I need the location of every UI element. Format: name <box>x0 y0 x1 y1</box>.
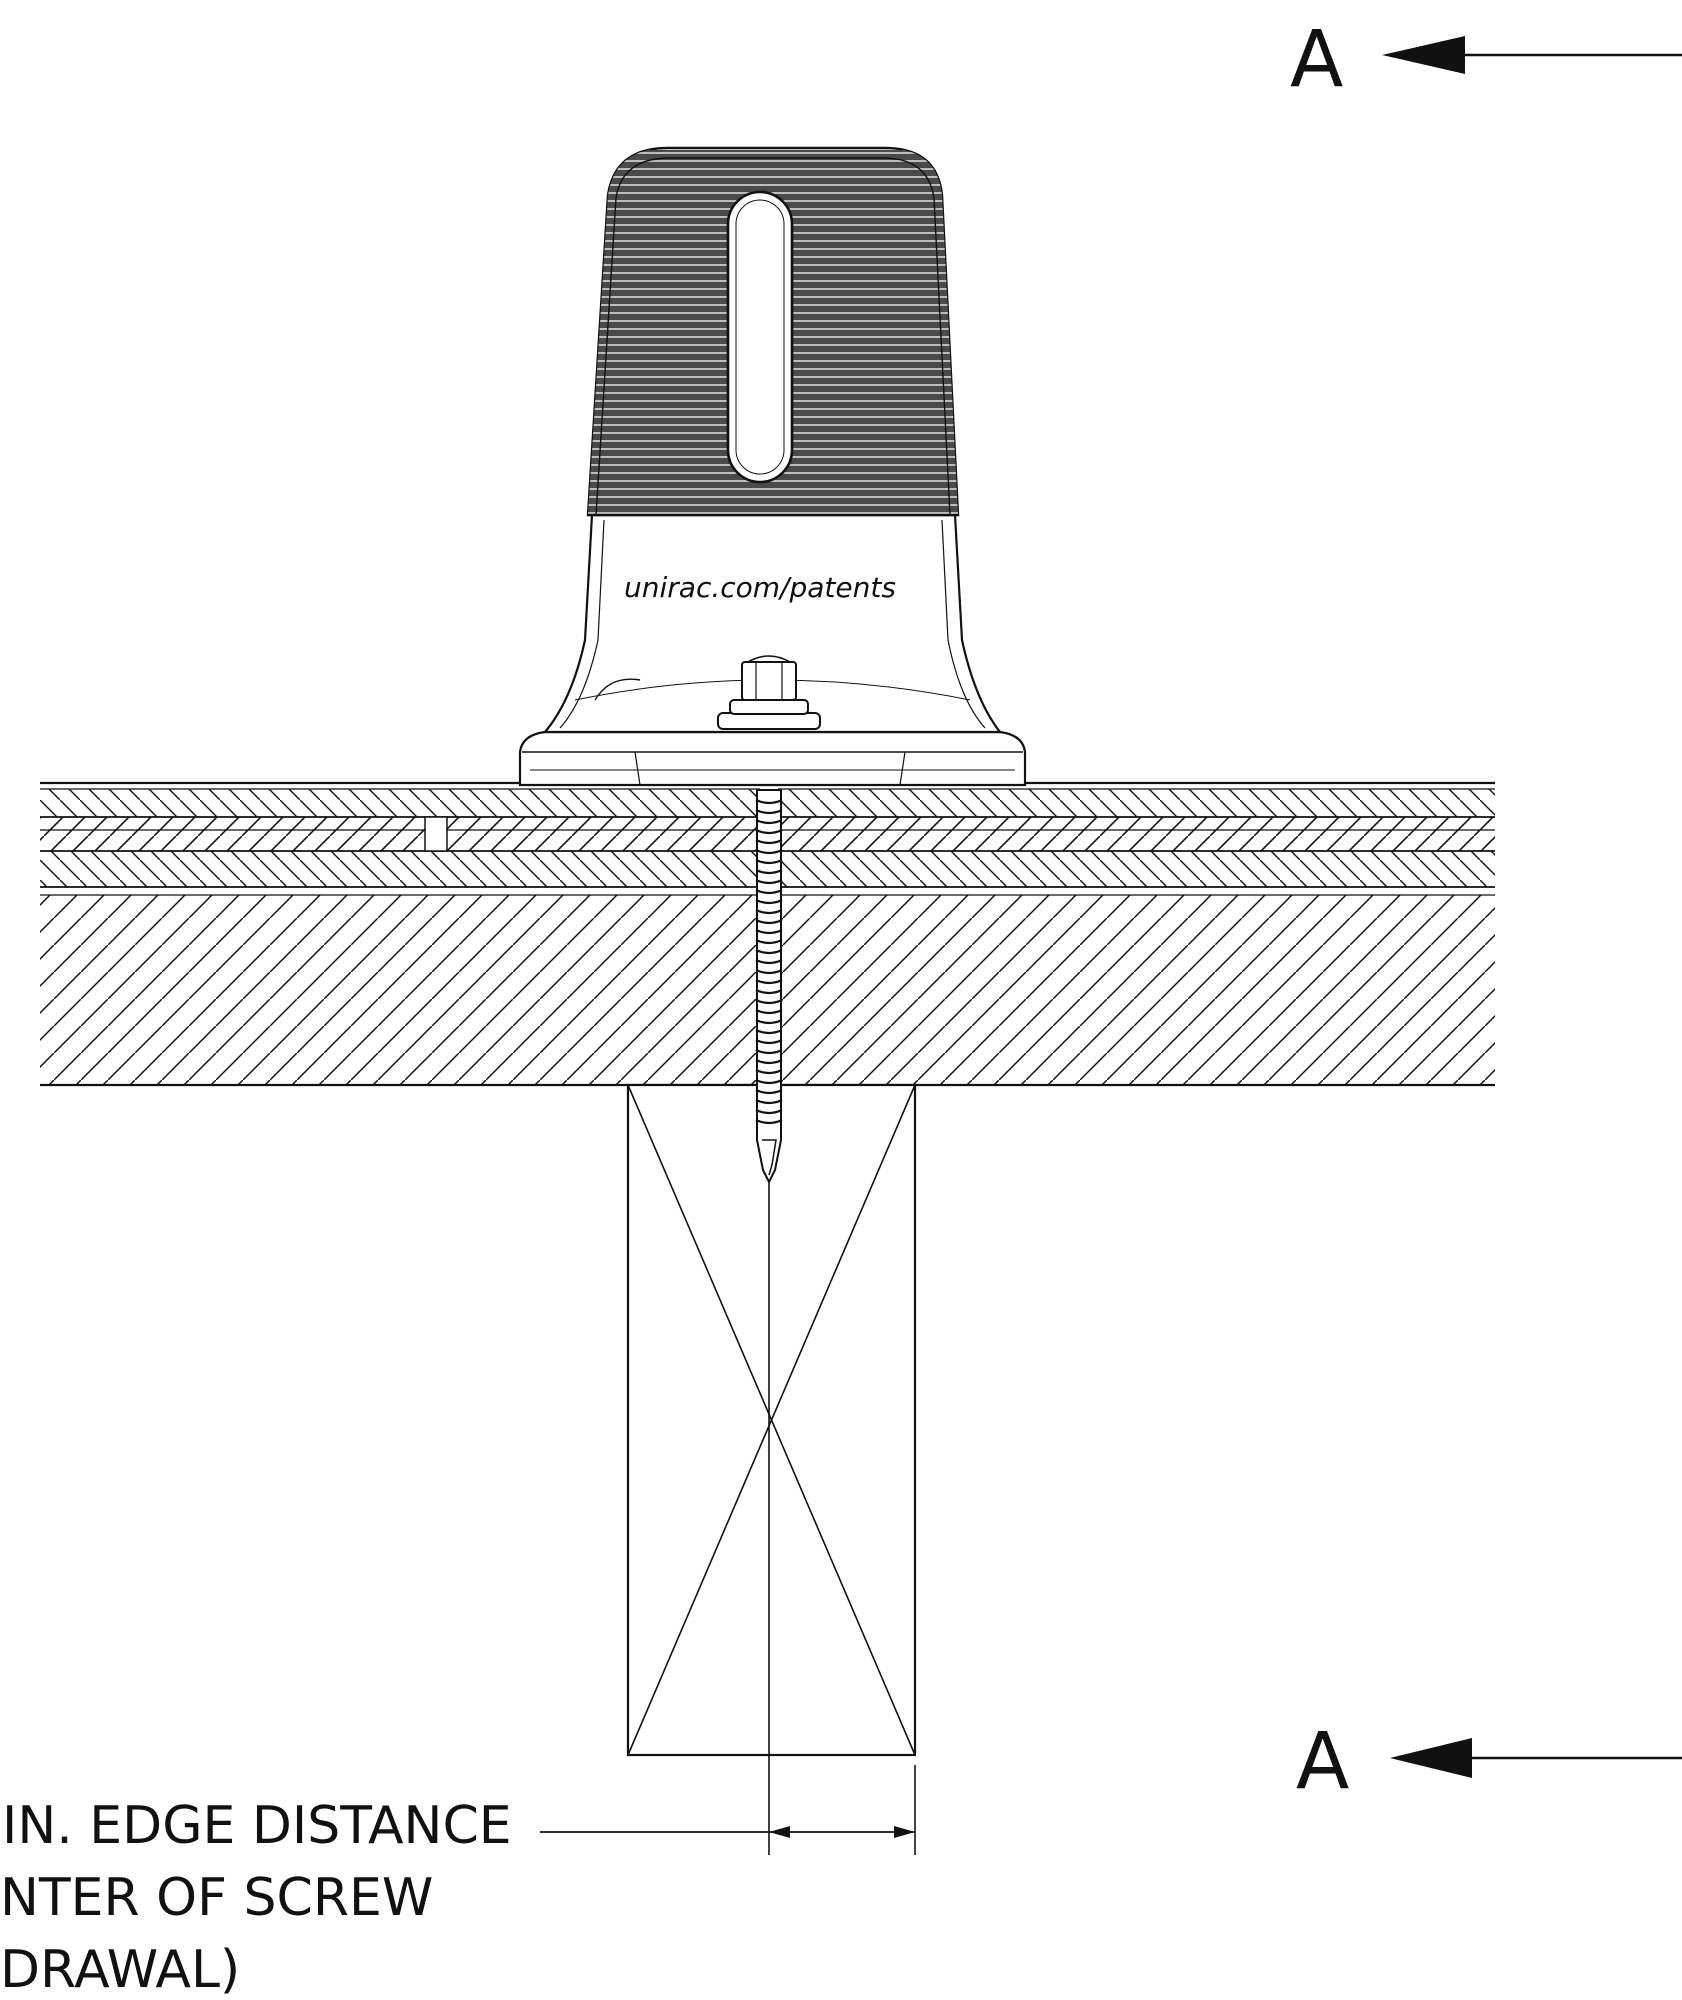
callout-line-1: IN. EDGE DISTANCE <box>2 1796 512 1856</box>
lag-screw <box>755 785 783 1185</box>
edge-distance-dimension <box>540 1170 916 1855</box>
brand-text: unirac.com/patents <box>624 571 896 604</box>
callout-line-2: NTER OF SCREW <box>0 1868 434 1928</box>
callout-line-3: DRAWAL) <box>0 1940 241 2000</box>
section-arrow-top <box>1382 36 1682 74</box>
section-label-bottom: A <box>1296 1717 1350 1807</box>
l-foot-bracket: unirac.com/patents <box>518 146 1027 787</box>
section-arrow-bottom <box>1390 1738 1682 1778</box>
rafter <box>626 1083 917 1757</box>
section-label-top: A <box>1290 15 1344 105</box>
